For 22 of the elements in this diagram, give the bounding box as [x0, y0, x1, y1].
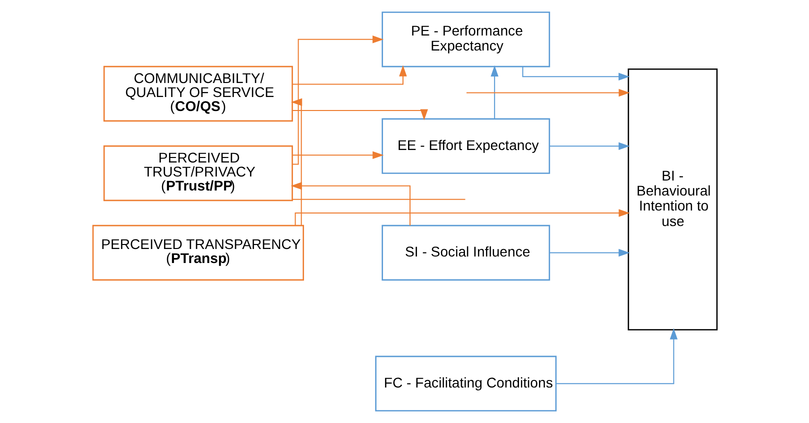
arrow	[490, 65, 498, 119]
arrow	[290, 98, 302, 226]
arrow	[294, 209, 630, 226]
connector	[292, 198, 465, 200]
node-box: BI - Behavioural Intention to use	[627, 68, 718, 330]
arrow	[522, 66, 630, 81]
node-box: EE - Effort Expectancy	[381, 118, 550, 174]
arrow	[292, 151, 384, 160]
arrow	[556, 328, 678, 384]
arrow	[549, 248, 630, 257]
arrow	[466, 88, 630, 97]
node-box: FC - Facilitating Conditions	[374, 356, 556, 412]
node-box: COMMUNICABILTY/ QUALITY OF SERVICE (CO/QS)	[102, 66, 292, 122]
arrow	[292, 65, 406, 85]
node-box: PE - Performance Expectancy	[381, 12, 550, 68]
node-box: SI - Social Influence	[381, 224, 550, 281]
node-box: PERCEIVED TRUST/PRIVACY (PTrust/PP)	[102, 145, 292, 202]
arrow	[549, 142, 630, 150]
arrow	[290, 182, 410, 226]
arrow	[292, 109, 428, 120]
node-box: PERCEIVED TRANSPARENCY (PTransp)	[92, 224, 304, 281]
arrow	[292, 36, 384, 165]
